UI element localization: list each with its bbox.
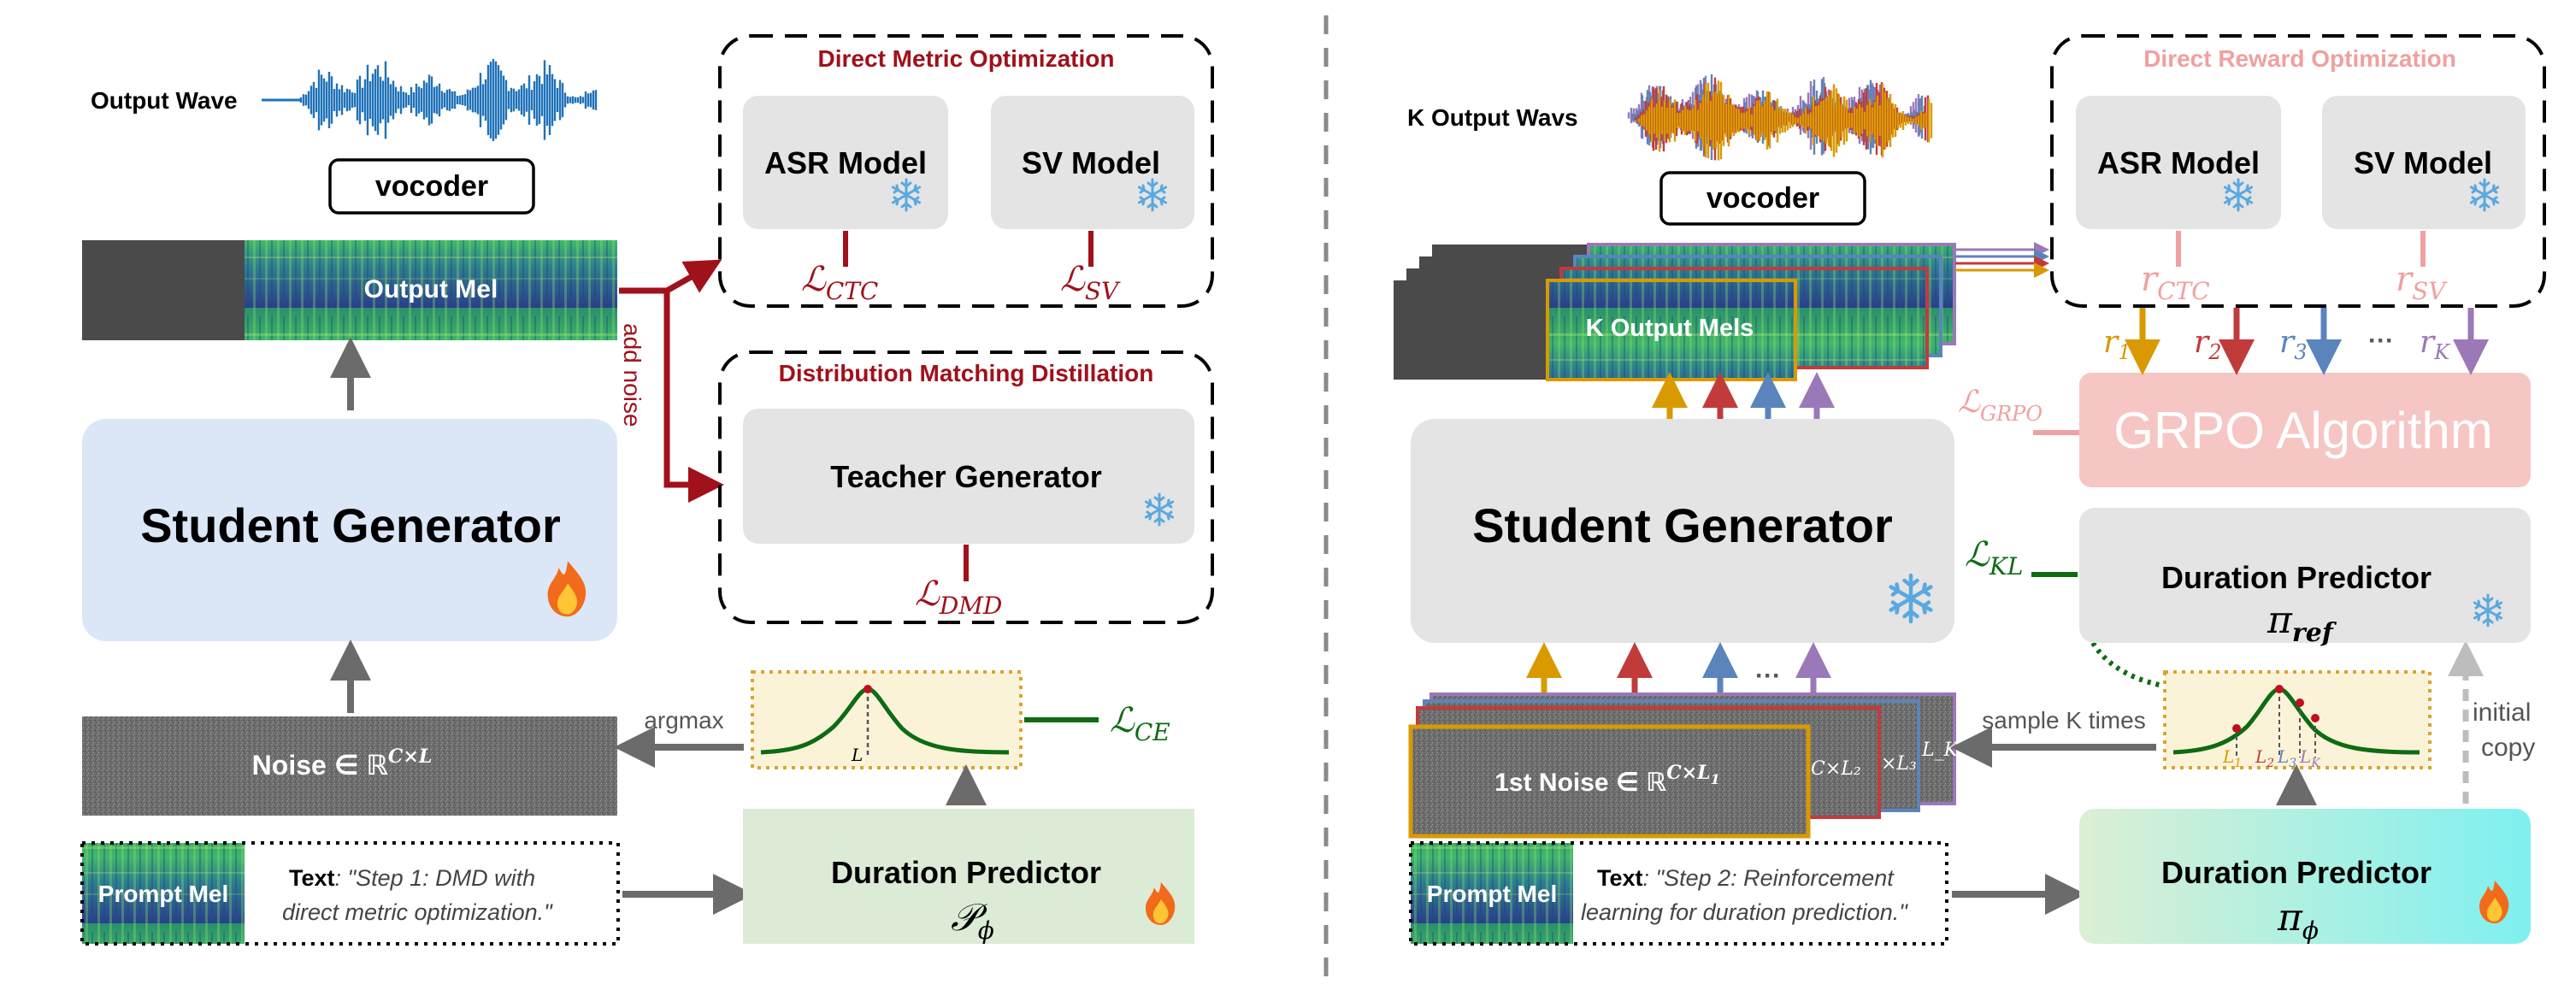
reward-rk: rK xyxy=(2420,325,2451,364)
student-generator-box xyxy=(1411,419,1954,643)
dmd-title: Distribution Matching Distillation xyxy=(779,360,1154,386)
noise-2-dim-label: C×L₂ xyxy=(1811,758,1861,780)
waveform-icon xyxy=(1627,74,1933,161)
k-output-mels-label: K Output Mels xyxy=(1586,315,1754,342)
left-panel: Output Wave vocoder Output Mel Student G… xyxy=(80,34,1214,946)
curve-label-l2: L2 xyxy=(2255,746,2274,770)
reward-r1: r1 xyxy=(2103,325,2131,364)
sv-model-box xyxy=(2322,96,2526,229)
loss-ce: ℒCE xyxy=(1110,701,1170,746)
mel-padding xyxy=(82,240,245,340)
student-generator-label: Student Generator xyxy=(140,498,561,552)
reward-sv: rSV xyxy=(2396,260,2448,305)
dmo-box xyxy=(718,34,1214,308)
curve-label-l: L xyxy=(851,745,863,765)
pi-ref-symbol: πref xyxy=(2267,598,2337,648)
student-generator-box xyxy=(82,419,617,641)
prompt-text-line2: direct metric optimization." xyxy=(282,899,553,925)
vocoder-label: vocoder xyxy=(375,170,488,203)
reward-r3: r3 xyxy=(2279,325,2308,364)
initial-label: initial xyxy=(2473,698,2531,727)
asr-model-label: ASR Model xyxy=(2097,145,2260,180)
output-mel-label: Output Mel xyxy=(364,275,498,303)
vocoder-box xyxy=(1659,171,1866,226)
waveform-icon xyxy=(299,58,598,142)
reward-r2: r2 xyxy=(2194,325,2222,364)
duration-predictor-box xyxy=(743,809,1194,944)
noise-box xyxy=(82,716,617,816)
argmax-point xyxy=(864,685,872,693)
dmd-box xyxy=(718,351,1214,624)
arrow-mel-to-dmo xyxy=(665,259,722,294)
prompt-mel-label: Prompt Mel xyxy=(1427,881,1557,907)
prompt-text-line2: learning for duration prediction." xyxy=(1581,899,1908,925)
argmax-label: argmax xyxy=(644,707,723,734)
loss-kl: ℒKL xyxy=(1965,535,2023,580)
loss-sv: ℒSV xyxy=(1060,260,1121,305)
duration-predictor-label: Duration Predictor xyxy=(2161,855,2432,890)
curve-label-l3: L3 xyxy=(2277,746,2296,770)
asr-model-label: ASR Model xyxy=(764,145,927,180)
arrow-ellipsis: ··· xyxy=(1755,662,1781,690)
grpo-label: GRPO Algorithm xyxy=(2113,402,2492,459)
reward-ctc: rCTC xyxy=(2141,260,2210,305)
first-noise-label: 1st Noise ∈ ℝC×L1 xyxy=(1494,762,1720,797)
prompt-text-line1: Text: "Step 2: Reinforcement xyxy=(1597,865,1895,891)
prompt-mel-image xyxy=(82,843,245,944)
mel-spectrogram xyxy=(245,240,617,340)
teacher-generator-label: Teacher Generator xyxy=(830,459,1101,494)
sample-markers xyxy=(2232,685,2320,757)
k-output-mels-stack xyxy=(1394,243,1956,381)
copy-label: copy xyxy=(2481,734,2535,762)
dmo-title: Direct Metric Optimization xyxy=(818,45,1115,72)
noise-label: Noise ∈ ℝC×L xyxy=(252,745,433,781)
asr-model-box xyxy=(743,96,948,229)
add-noise-label: add noise xyxy=(619,323,645,427)
duration-predictor-ref-label: Duration Predictor xyxy=(2161,560,2432,595)
loss-grpo: ℒGRPO xyxy=(1958,385,2043,426)
prompt-mel-image xyxy=(1411,843,1573,944)
dro-title: Direct Reward Optimization xyxy=(2143,45,2456,72)
sv-model-label: SV Model xyxy=(2354,145,2492,180)
pi-phi-symbol: πϕ xyxy=(2277,896,2319,945)
prompt-mel-label: Prompt Mel xyxy=(98,881,228,907)
sv-model-box xyxy=(991,96,1194,229)
sv-model-label: SV Model xyxy=(1022,145,1160,180)
vocoder-label: vocoder xyxy=(1707,182,1819,215)
output-wave-label: Output Wave xyxy=(91,87,238,114)
sample-k-times-label: sample K times xyxy=(1982,707,2145,734)
curve-label-l1: L1 xyxy=(2222,746,2242,770)
duration-predictor-label: Duration Predictor xyxy=(831,855,1101,890)
loss-ctc: ℒCTC xyxy=(801,260,878,305)
right-panel: K Output Wavs vocoder K Output Mels Stud… xyxy=(1394,34,2546,946)
duration-predictor-box xyxy=(2079,809,2531,944)
reward-ellipsis: ··· xyxy=(2368,327,2394,355)
noise-stack xyxy=(1408,692,1956,839)
teacher-generator-box xyxy=(743,409,1194,544)
dro-box xyxy=(2050,34,2546,308)
prompt-text-box xyxy=(80,841,620,946)
duration-predictor-ref-box xyxy=(2079,508,2531,643)
student-generator-label: Student Generator xyxy=(1472,498,1893,552)
kl-dotted-link xyxy=(2090,641,2164,688)
noise-k-dim-label: L_K xyxy=(1921,740,1960,761)
vocoder-box xyxy=(328,158,535,215)
loss-dmd: ℒDMD xyxy=(915,575,1002,620)
grpo-box xyxy=(2079,373,2531,487)
k-output-wavs-label: K Output Wavs xyxy=(1407,104,1578,131)
prompt-text-box xyxy=(1409,841,1948,946)
asr-model-box xyxy=(2076,96,2281,229)
noise-3-dim-label: ×L₃ xyxy=(1881,753,1917,775)
prompt-text-line1: Text: "Step 1: DMD with xyxy=(289,865,535,891)
